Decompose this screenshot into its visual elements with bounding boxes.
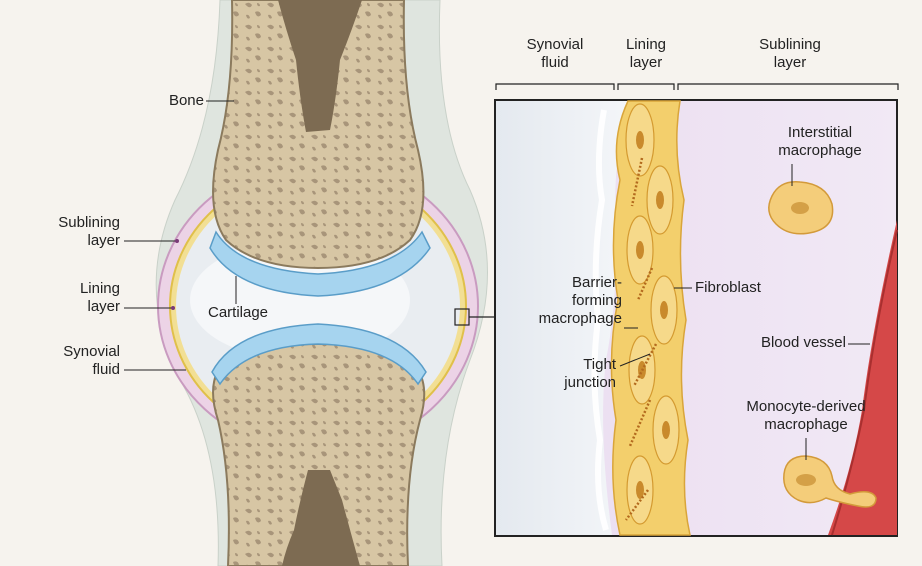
interstitial-macrophage-cell bbox=[769, 182, 833, 234]
label-fibroblast: Fibroblast bbox=[695, 279, 795, 297]
header-synovial-fluid: Synovial fluid bbox=[500, 36, 610, 72]
bracket-lining-layer bbox=[618, 84, 674, 90]
nucleus bbox=[636, 241, 644, 259]
nucleus bbox=[662, 421, 670, 439]
lining-dot bbox=[171, 306, 175, 310]
label-barrier-forming-macrophage: Barrier- forming macrophage bbox=[500, 274, 622, 328]
label-interstitial-macrophage: Interstitial macrophage bbox=[750, 124, 890, 160]
nucleus bbox=[656, 191, 664, 209]
header-lining-layer: Lining layer bbox=[608, 36, 684, 72]
bracket-synovial-fluid bbox=[496, 84, 614, 90]
sublining-dot bbox=[175, 239, 179, 243]
label-bone: Bone bbox=[140, 92, 204, 110]
label-blood-vessel: Blood vessel bbox=[716, 334, 846, 352]
label-tight-junction: Tight junction bbox=[520, 356, 616, 392]
bracket-sublining-layer bbox=[678, 84, 898, 90]
macrophage-nucleus bbox=[796, 474, 816, 486]
joint-illustration bbox=[124, 0, 495, 566]
header-sublining-layer: Sublining layer bbox=[730, 36, 850, 72]
label-sublining-layer: Sublining layer bbox=[20, 214, 120, 250]
nucleus bbox=[660, 301, 668, 319]
macrophage-nucleus bbox=[791, 202, 809, 214]
nucleus bbox=[636, 131, 644, 149]
label-monocyte-derived-macrophage: Monocyte-derived macrophage bbox=[726, 398, 886, 434]
label-synovial-fluid: Synovial fluid bbox=[20, 343, 120, 379]
label-cartilage: Cartilage bbox=[208, 304, 308, 322]
label-lining-layer: Lining layer bbox=[20, 280, 120, 316]
